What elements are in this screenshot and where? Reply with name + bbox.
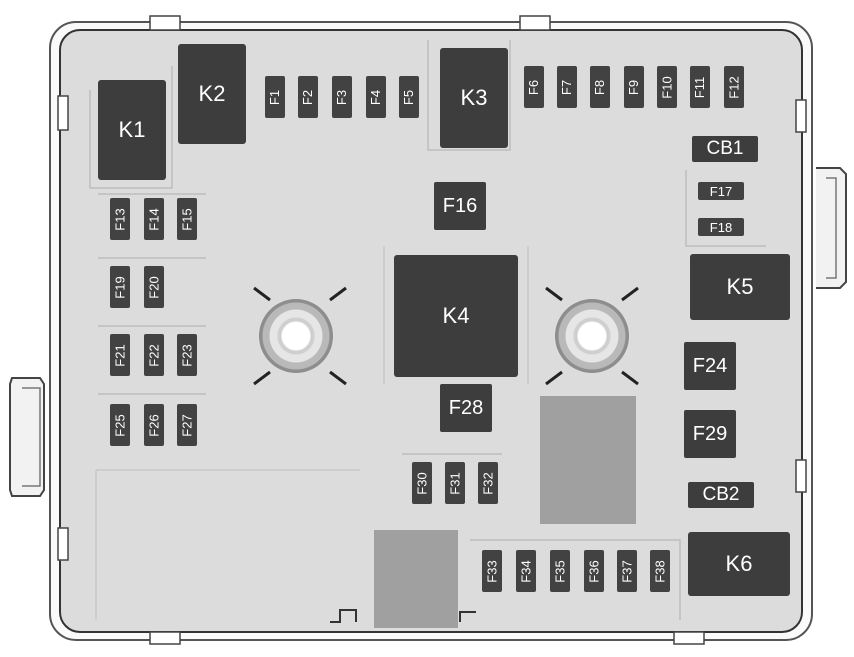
fuse-f29-label: F29 (692, 422, 728, 445)
fuse-f6: F6 (524, 66, 544, 108)
fuse-f27: F27 (177, 404, 197, 446)
cb2-label: CB2 (702, 484, 740, 505)
fuse-f32-label: F32 (480, 471, 496, 495)
fuse-f4-label: F4 (368, 89, 384, 105)
fuse-f20: F20 (144, 266, 164, 308)
relay-k1: K1 (98, 80, 166, 180)
fuse-f26: F26 (144, 404, 164, 446)
relay-k1-label: K1 (118, 117, 146, 142)
fuse-f10-label: F10 (659, 75, 675, 99)
fuse-f7-label: F7 (559, 79, 575, 95)
relay-k2: K2 (178, 44, 246, 144)
fuse-f19-label: F19 (112, 275, 128, 299)
fuse-f15: F15 (177, 198, 197, 240)
ground-stud-left (259, 299, 333, 373)
fuse-f26-label: F26 (146, 413, 162, 437)
relay-k2-label: K2 (198, 81, 226, 106)
fuse-f37: F37 (617, 550, 637, 592)
fuse-f9-label: F9 (626, 79, 642, 95)
relay-k6: K6 (688, 532, 790, 596)
fuse-f24: F24 (684, 342, 736, 390)
fuse-f11-label: F11 (692, 76, 708, 98)
fuse-f13: F13 (110, 198, 130, 240)
fuse-f35: F35 (550, 550, 570, 592)
cb1-label: CB1 (706, 138, 744, 159)
circuit-breaker-cb2: CB2 (688, 482, 754, 508)
fuse-f4: F4 (366, 76, 386, 118)
fuse-f14: F14 (144, 198, 164, 240)
fuse-f2-label: F2 (300, 89, 316, 105)
fuse-f30: F30 (412, 462, 432, 504)
fuse-f37-label: F37 (619, 559, 635, 583)
fuse-f3-label: F3 (334, 89, 350, 105)
fuse-f17: F17 (698, 182, 744, 200)
fuse-f18: F18 (698, 218, 744, 236)
fuse-f5: F5 (399, 76, 419, 118)
fuse-f9: F9 (624, 66, 644, 108)
ground-stud-right (555, 299, 629, 373)
empty-slot-center-right (540, 396, 636, 524)
relay-k6-label: K6 (725, 551, 753, 576)
fuse-f27-label: F27 (179, 413, 195, 437)
fuse-f12-label: F12 (726, 75, 742, 99)
empty-slot-bottom (374, 530, 458, 628)
fuse-f21-label: F21 (112, 343, 128, 367)
fuse-f36-label: F36 (586, 559, 602, 583)
fuse-f8: F8 (590, 66, 610, 108)
fuse-f34-label: F34 (518, 559, 534, 583)
relay-k3: K3 (440, 48, 508, 148)
fuse-f5-label: F5 (401, 89, 417, 105)
fuse-f22: F22 (144, 334, 164, 376)
fuse-f1: F1 (265, 76, 285, 118)
fuse-f20-label: F20 (146, 275, 162, 299)
relay-k4: K4 (394, 255, 518, 377)
fuse-f11: F11 (690, 66, 710, 108)
fuse-f14-label: F14 (146, 207, 162, 231)
fuse-f18-label: F18 (709, 219, 733, 235)
fuse-f16: F16 (434, 182, 486, 230)
fuse-f23-label: F23 (179, 343, 195, 367)
fuse-f36: F36 (584, 550, 604, 592)
fuse-f38-label: F38 (652, 559, 668, 583)
fuse-f7: F7 (557, 66, 577, 108)
fuse-f12: F12 (724, 66, 744, 108)
relay-k3-label: K3 (460, 85, 488, 110)
fuse-f1-label: F1 (267, 89, 283, 105)
relay-k4-label: K4 (442, 303, 470, 328)
fuse-f17-label: F17 (709, 183, 733, 199)
fuse-f31: F31 (445, 462, 465, 504)
fuse-f25-label: F25 (112, 413, 128, 437)
fuse-f33-label: F33 (484, 559, 500, 583)
circuit-breaker-cb1: CB1 (692, 136, 758, 162)
fuse-f21: F21 (110, 334, 130, 376)
fuse-f6-label: F6 (526, 79, 542, 95)
fuse-f13-label: F13 (112, 207, 128, 231)
fuse-f2: F2 (298, 76, 318, 118)
fuse-f23: F23 (177, 334, 197, 376)
fuse-f16-label: F16 (442, 194, 478, 217)
fuse-f30-label: F30 (414, 471, 430, 495)
fuse-f34: F34 (516, 550, 536, 592)
relay-k5: K5 (690, 254, 790, 320)
fuse-f19: F19 (110, 266, 130, 308)
fuse-f24-label: F24 (692, 354, 728, 377)
fuse-f33: F33 (482, 550, 502, 592)
fuse-f31-label: F31 (447, 471, 463, 495)
fuse-f28-label: F28 (448, 396, 484, 419)
fuse-f10: F10 (657, 66, 677, 108)
fuse-f35-label: F35 (552, 559, 568, 583)
fuse-f22-label: F22 (146, 343, 162, 367)
fuse-f32: F32 (478, 462, 498, 504)
fuse-f3: F3 (332, 76, 352, 118)
fuse-f28: F28 (440, 384, 492, 432)
fuse-f29: F29 (684, 410, 736, 458)
fuse-f38: F38 (650, 550, 670, 592)
fuse-f25: F25 (110, 404, 130, 446)
relay-k5-label: K5 (726, 274, 754, 299)
fuse-f8-label: F8 (592, 79, 608, 95)
fuse-f15-label: F15 (179, 207, 195, 231)
